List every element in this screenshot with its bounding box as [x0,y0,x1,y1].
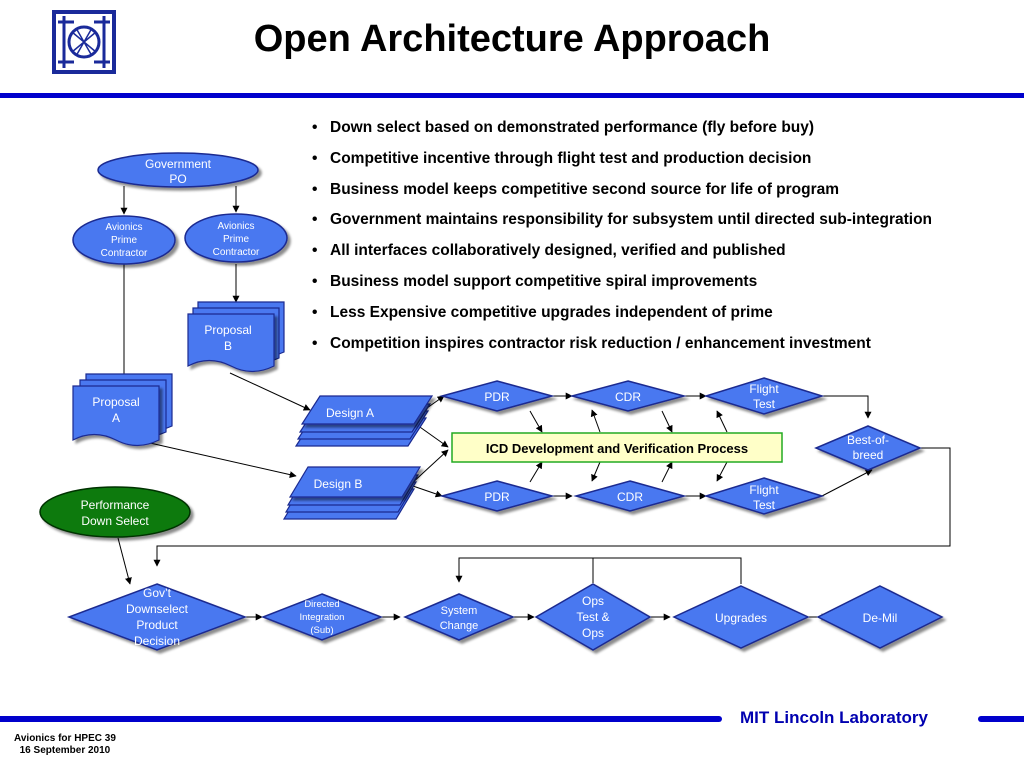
mit-ll-logo [52,10,116,74]
upgrades-label: Upgrades [715,611,767,625]
footer-date: 16 September 2010 [19,745,111,756]
footer-slide-info: Avionics for HPEC 39 16 September 2010 [14,733,116,757]
prime-contractor-b-node [184,213,288,263]
cdr-bottom-node [573,480,687,512]
page-title: Open Architecture Approach [253,18,771,60]
design-b-label: Design B [314,477,363,491]
bullet-item: Competition inspires contractor risk red… [312,332,932,363]
icd-process-box [451,432,783,463]
bullet-item: All interfaces collaboratively designed,… [312,239,932,270]
flight-test-bottom-node [703,477,825,515]
cdr-top-label: CDR [615,390,641,404]
proposal-a-node [72,373,173,447]
prime-contractor-a-node [72,215,176,265]
pdr-top-node [439,380,555,412]
bullet-item: Business model keeps competitive second … [312,178,932,209]
footer-organization: MIT Lincoln Laboratory [740,708,928,727]
icd-process-label: ICD Development and Verification Process [486,441,748,456]
header-rule [0,93,1024,98]
pdr-bottom-label: PDR [484,490,510,504]
de-mil-label: De-Mil [863,611,898,625]
best-of-breed-label: Best-of-breed [847,433,889,462]
system-change-node [403,593,515,641]
footer-rule-right [978,716,1024,722]
bullet-item: Government maintains responsibility for … [312,208,932,239]
ops-test-ops-node [534,583,652,651]
de-mil-node [816,585,944,649]
footer-slide-number: Avionics for HPEC 39 [14,733,116,744]
cdr-top-node [569,380,687,412]
bullet-item: Business model support competitive spira… [312,270,932,301]
footer-rule-left [0,716,722,722]
govt-downselect-decision-node [66,583,248,651]
bullet-list: Down select based on demonstrated perfor… [312,116,932,362]
design-b-node [282,466,422,520]
bullet-item: Less Expensive competitive upgrades inde… [312,301,932,332]
performance-down-select-node [39,486,191,538]
government-po-node [97,152,259,188]
bullet-item: Down select based on demonstrated perfor… [312,116,932,147]
directed-integration-node [260,593,384,641]
design-a-label: Design A [326,406,374,420]
pdr-bottom-node [439,480,555,512]
best-of-breed-node [814,425,922,471]
flight-test-top-node [703,377,825,415]
bullet-item: Competitive incentive through flight tes… [312,147,932,178]
design-a-node [294,395,434,447]
cdr-bottom-label: CDR [617,490,643,504]
pdr-top-label: PDR [484,390,510,404]
proposal-b-node [187,301,285,373]
upgrades-node [672,585,810,649]
